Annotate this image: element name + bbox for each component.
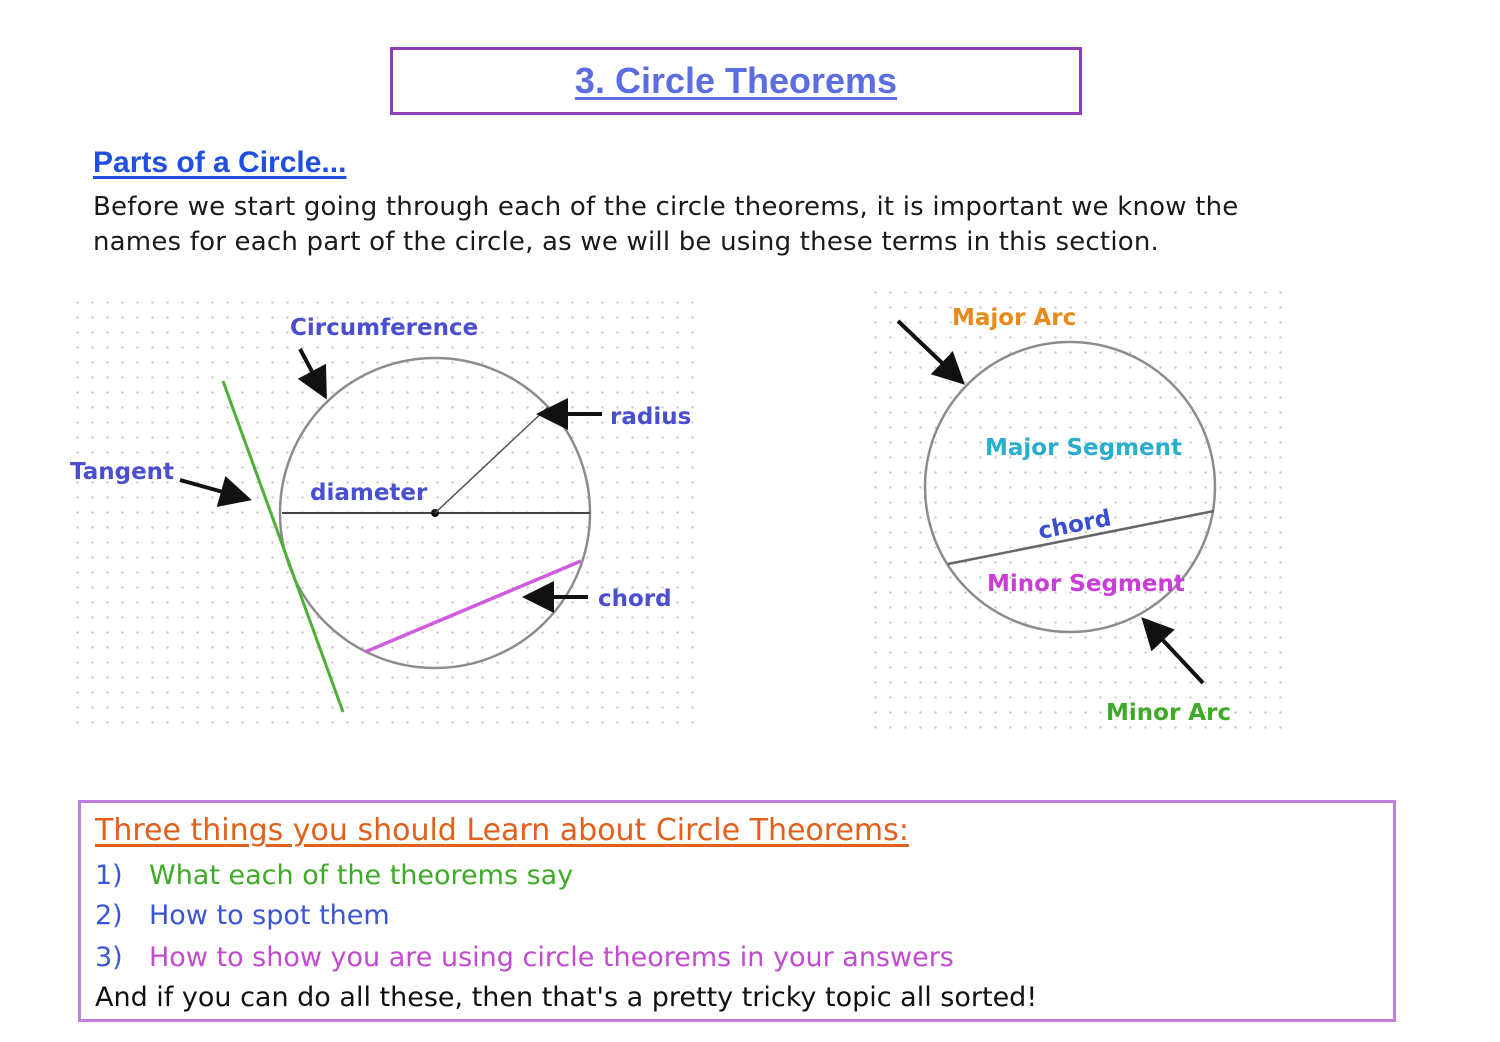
intro-line-1: Before we start going through each of th… bbox=[93, 192, 1239, 222]
tangent-arrow bbox=[179, 476, 252, 507]
minor-arc-label: Minor Arc bbox=[1106, 700, 1231, 726]
learning-point-3: 3) How to show you are using circle theor… bbox=[95, 942, 954, 973]
tangent-label: Tangent bbox=[70, 459, 174, 485]
learning-points-box: Three things you should Learn about Circ… bbox=[78, 800, 1396, 1022]
chord-line bbox=[364, 559, 582, 654]
arcs-segments-diagram-panel: Major Arc Major Segment chord Minor Segm… bbox=[868, 285, 1288, 740]
learning-point-text: How to show you are using circle theorem… bbox=[149, 942, 954, 973]
learning-point-number: 1) bbox=[95, 860, 123, 891]
circle-parts-diagram: Circumference radius Tangent diameter ch… bbox=[70, 315, 691, 713]
chord-line bbox=[947, 509, 1215, 566]
circle-outline bbox=[923, 340, 1217, 634]
learning-points-heading: Three things you should Learn about Circ… bbox=[95, 813, 909, 848]
learning-points-footer: And if you can do all these, then that's… bbox=[95, 982, 1038, 1013]
title-box: 3. Circle Theorems bbox=[390, 47, 1082, 115]
diameter-label: diameter bbox=[310, 480, 428, 506]
circumference-label: Circumference bbox=[290, 315, 478, 341]
circumference-arrow bbox=[297, 348, 327, 400]
intro-line-2: names for each part of the circle, as we… bbox=[93, 227, 1159, 257]
major-segment-label: Major Segment bbox=[985, 435, 1182, 461]
major-arc-label: Major Arc bbox=[952, 305, 1076, 331]
minor-segment-label: Minor Segment bbox=[987, 571, 1185, 597]
learning-point-text: What each of the theorems say bbox=[149, 860, 574, 891]
major-arc-arrow bbox=[896, 319, 965, 385]
intro-paragraph: Before we start going through each of th… bbox=[93, 190, 1373, 260]
learning-point-2: 2) How to spot them bbox=[95, 900, 390, 931]
arcs-segments-diagram: Major Arc Major Segment chord Minor Segm… bbox=[896, 305, 1231, 726]
minor-arc-arrow bbox=[1141, 617, 1205, 685]
learning-point-number: 2) bbox=[95, 900, 123, 931]
learning-point-1: 1) What each of the theorems say bbox=[95, 860, 573, 891]
chord-label: chord bbox=[598, 586, 672, 612]
learning-point-number: 3) bbox=[95, 942, 123, 973]
radius-line bbox=[434, 406, 549, 514]
circle-parts-diagram-panel: Circumference radius Tangent diameter ch… bbox=[70, 295, 700, 730]
page-title: 3. Circle Theorems bbox=[574, 60, 898, 101]
tangent-line bbox=[221, 380, 345, 713]
learning-point-text: How to spot them bbox=[149, 900, 390, 931]
radius-label: radius bbox=[610, 404, 691, 430]
section-heading: Parts of a Circle... bbox=[93, 146, 347, 179]
